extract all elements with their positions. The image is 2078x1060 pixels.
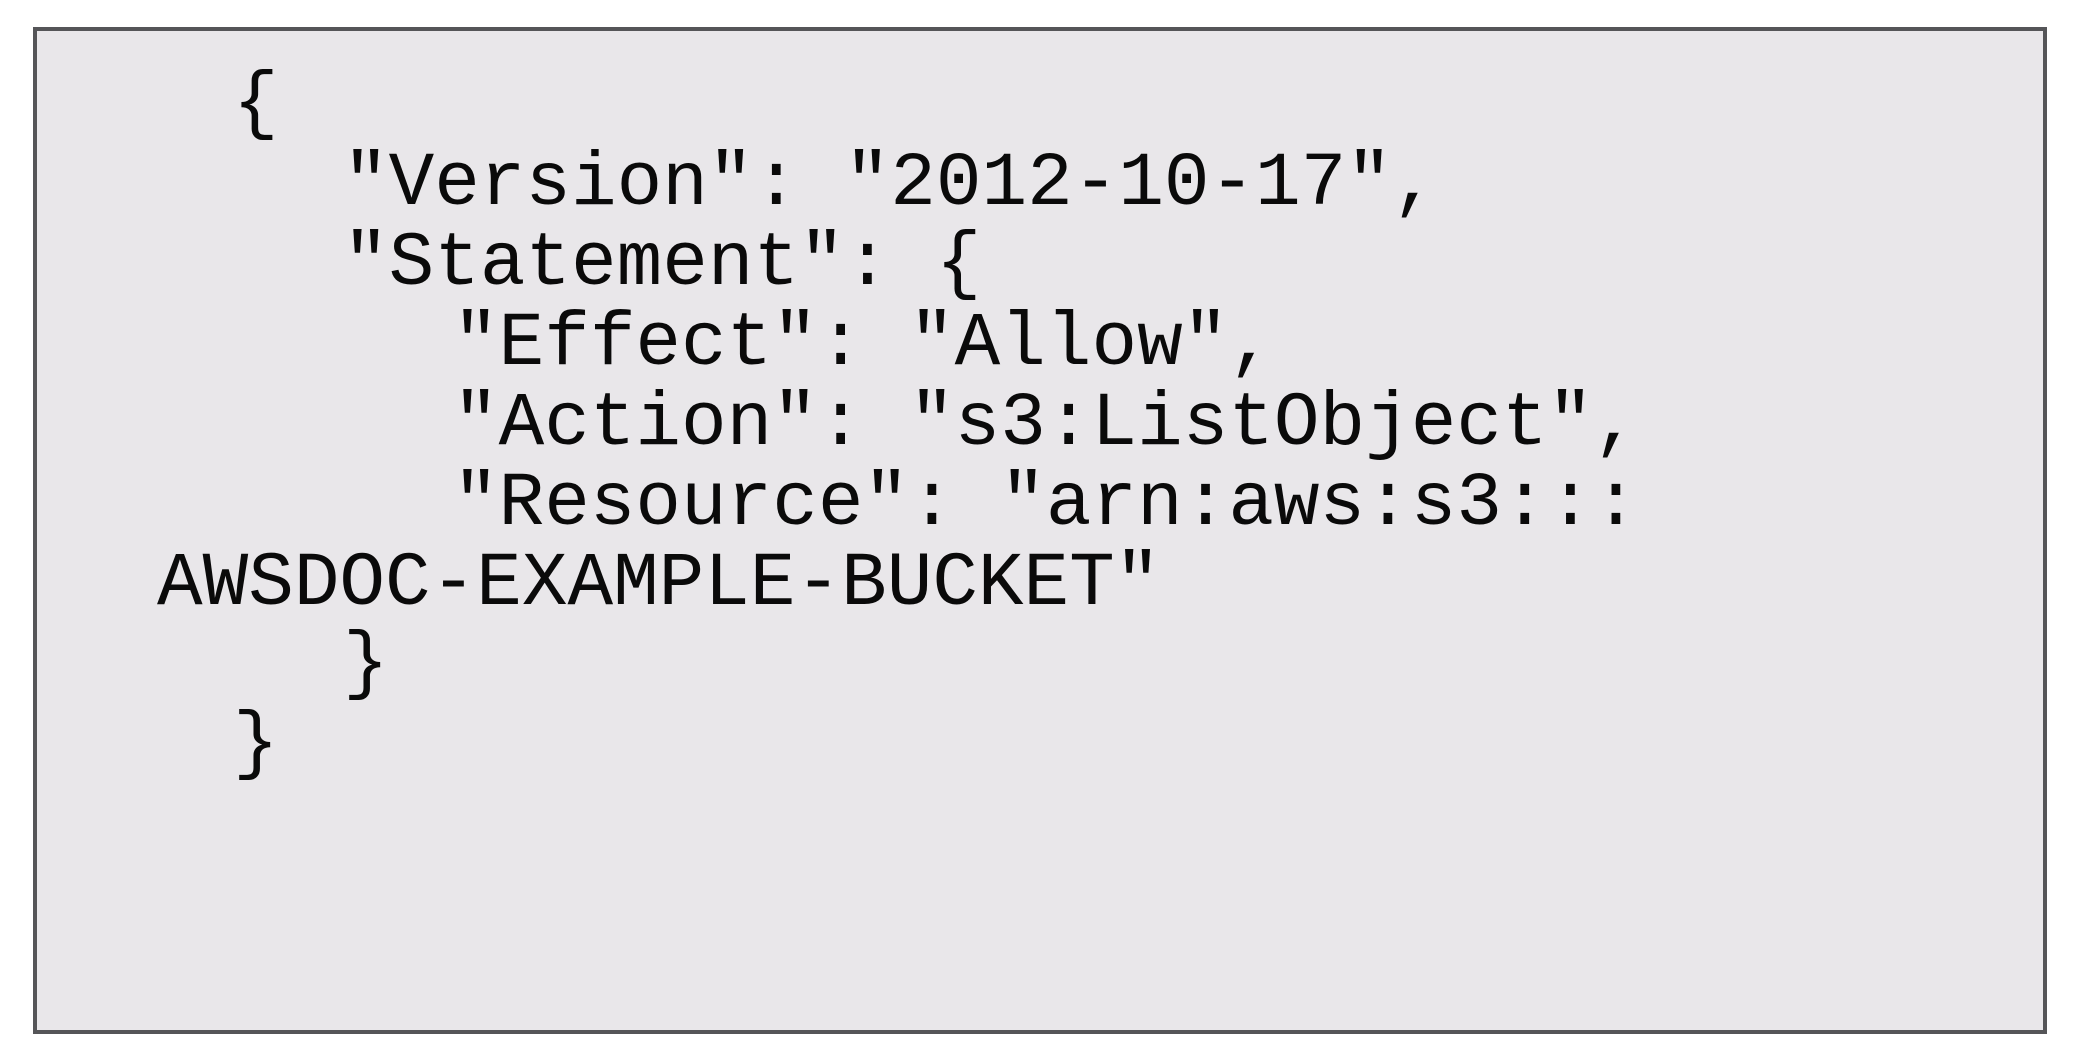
- code-line-statement: "Statement": {: [343, 221, 982, 307]
- json-code-panel: { "Version": "2012-10-17", "Statement": …: [33, 27, 2047, 1034]
- code-line-close-statement-brace: }: [343, 621, 389, 707]
- code-block[interactable]: { "Version": "2012-10-17", "Statement": …: [37, 31, 2043, 1030]
- code-line-open-brace: {: [233, 61, 279, 147]
- code-line-close-brace: }: [233, 701, 279, 787]
- code-line-version: "Version": "2012-10-17",: [343, 141, 1438, 227]
- code-line-action: "Action": "s3:ListObject",: [453, 381, 1639, 467]
- code-line-resource-wrap: AWSDOC-EXAMPLE-BUCKET": [157, 541, 1161, 627]
- code-line-resource: "Resource": "arn:aws:s3:::: [453, 461, 1639, 547]
- code-line-effect: "Effect": "Allow",: [453, 301, 1274, 387]
